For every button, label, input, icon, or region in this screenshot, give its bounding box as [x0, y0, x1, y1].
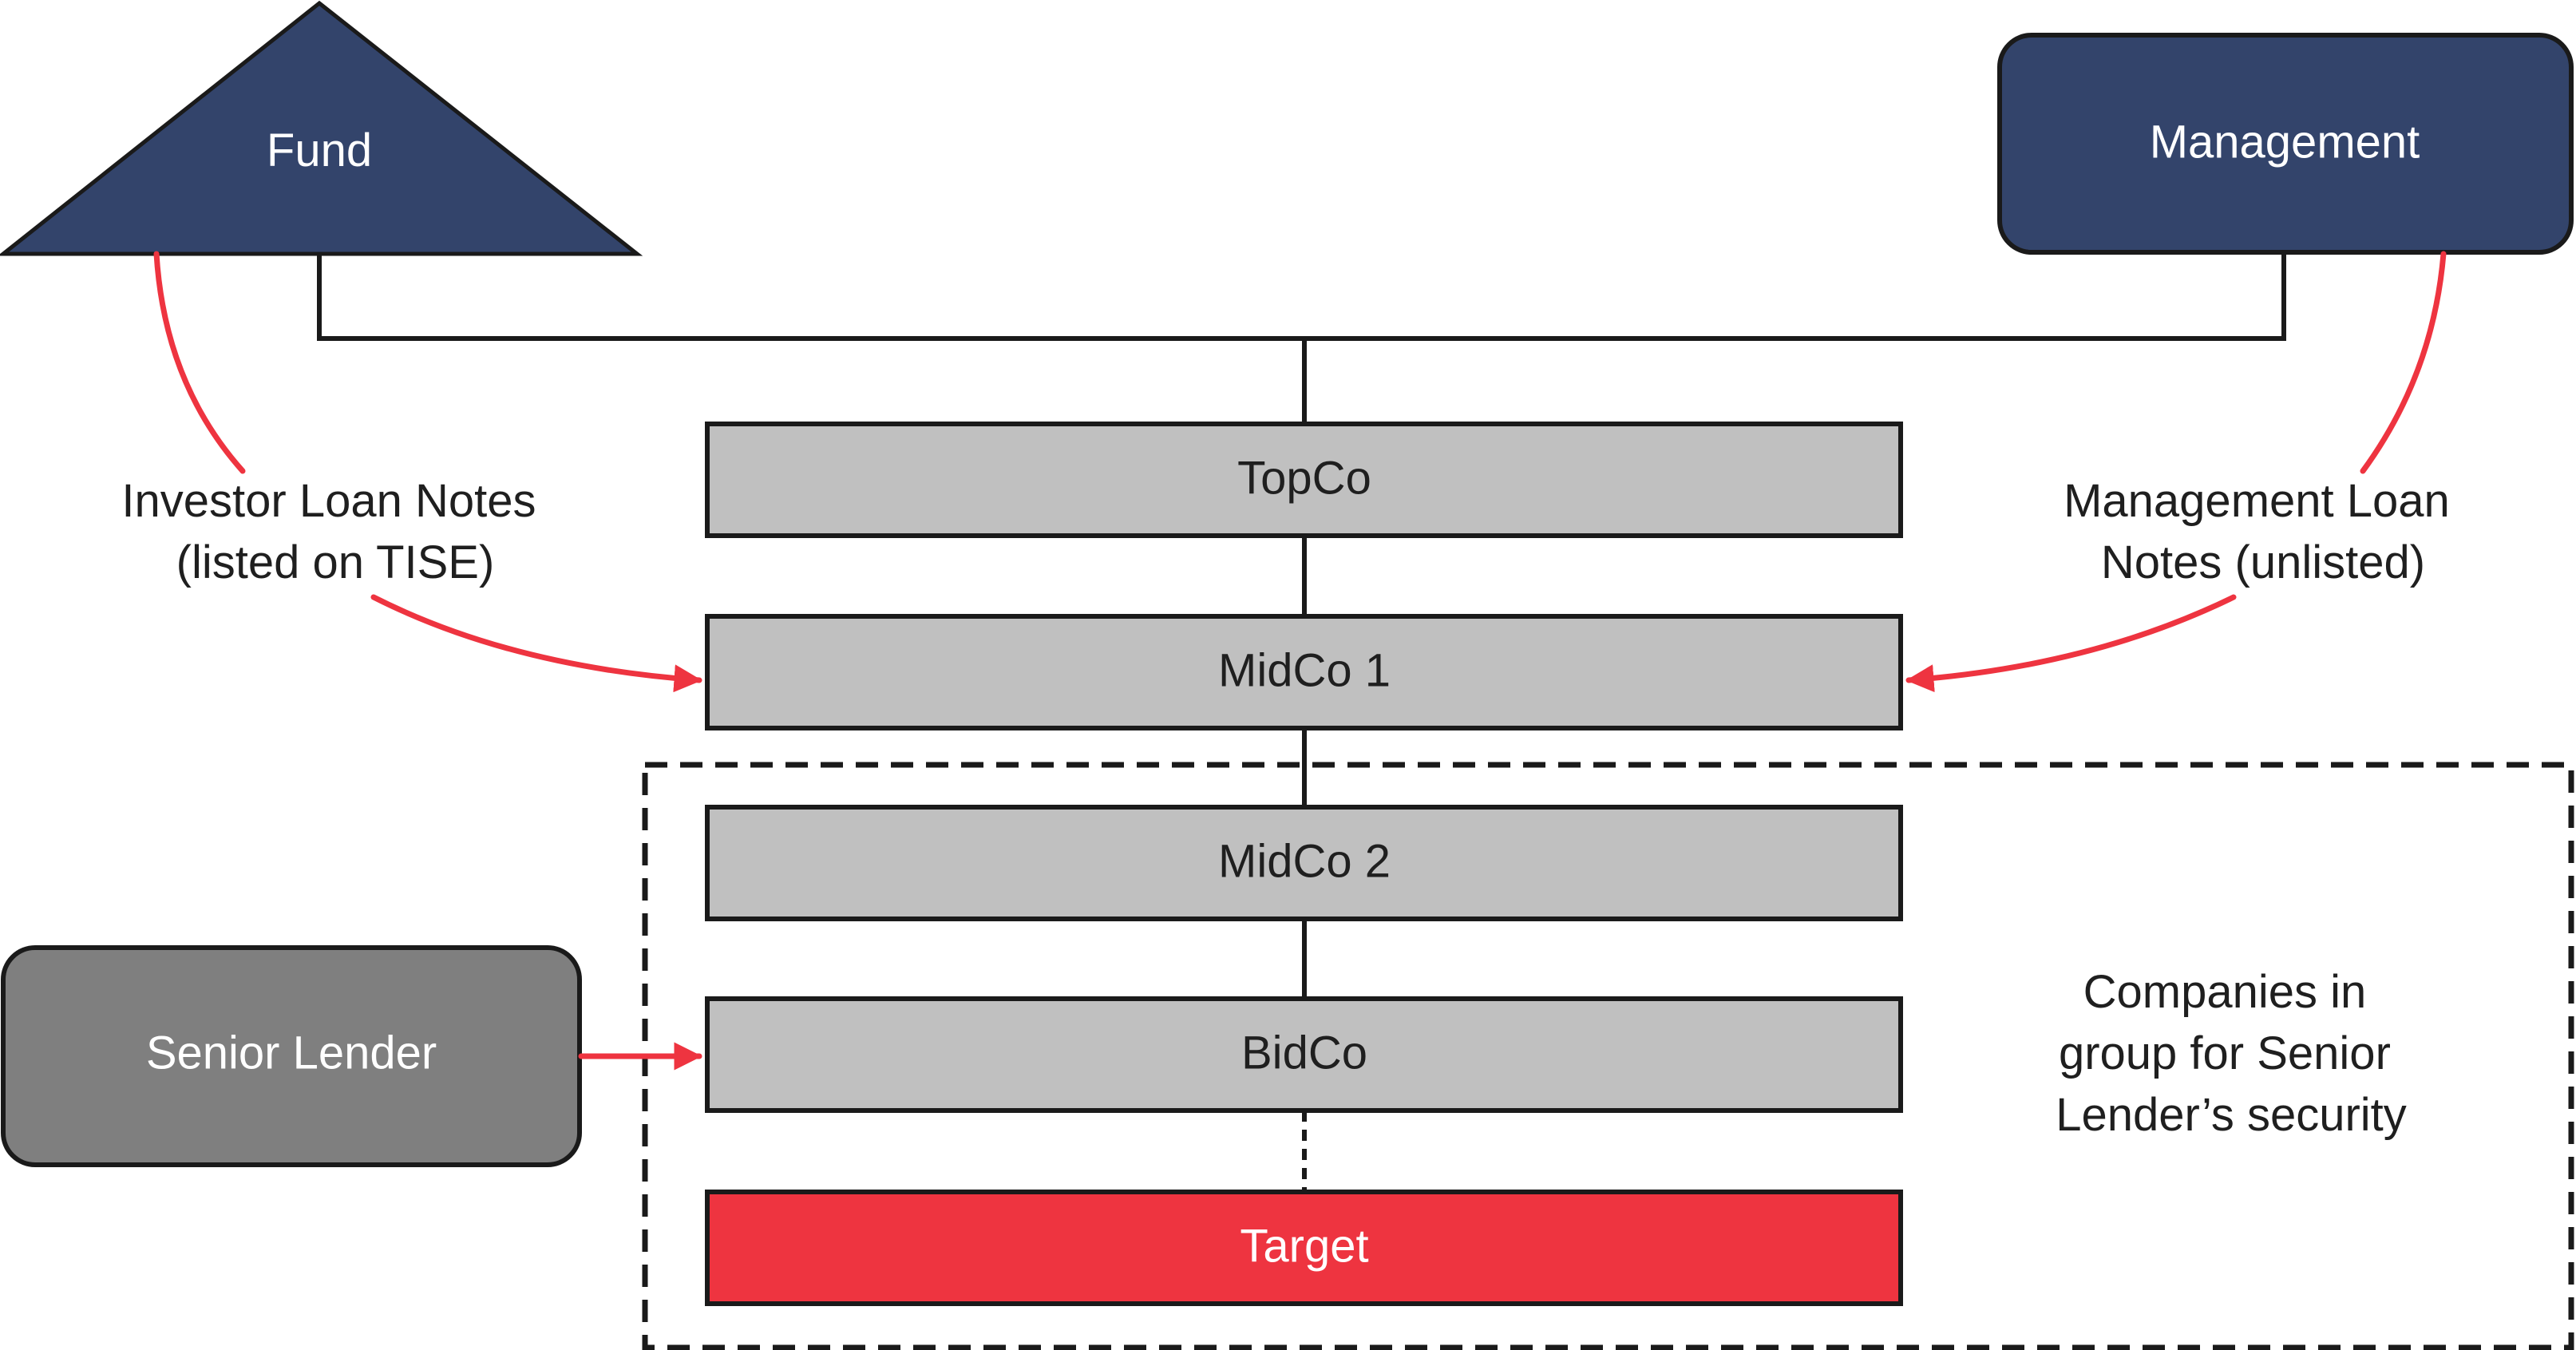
target-node: Target — [705, 1190, 1903, 1306]
management-label: Management — [2150, 116, 2420, 168]
security-group-line-2: group for Senior — [2059, 1027, 2391, 1079]
fund-node: Fund — [0, 0, 643, 256]
management-notes-arrow — [1905, 594, 2237, 693]
topco-node: TopCo — [705, 422, 1903, 538]
fund-label: Fund — [267, 125, 372, 176]
midco2-label: MidCo 2 — [1218, 835, 1391, 887]
senior-lender-label: Senior Lender — [146, 1027, 437, 1079]
target-box — [705, 1190, 1903, 1306]
management-notes-line-1: Management Loan — [2064, 475, 2450, 527]
bidco-box — [705, 996, 1903, 1113]
midco2-box — [705, 805, 1903, 921]
management-notes-curve-upper — [2360, 251, 2447, 474]
topco-label: TopCo — [1237, 452, 1371, 504]
midco1-box — [705, 614, 1903, 730]
security-group-line-1: Companies in — [2083, 966, 2367, 1018]
loan-note-flows — [153, 251, 2447, 1071]
management-box — [1997, 33, 2574, 255]
midco1-label: MidCo 1 — [1218, 644, 1391, 696]
management-notes-line-2: Notes (unlisted) — [2101, 536, 2425, 588]
fund-to-junction-line — [317, 254, 2286, 341]
fund-triangle — [0, 0, 643, 256]
security-group-annotation: Companies in group for Senior Lender’s s… — [2056, 966, 2407, 1141]
target-label: Target — [1240, 1220, 1368, 1272]
management-node: Management — [1997, 33, 2574, 255]
bidco-node: BidCo — [705, 996, 1903, 1113]
ownership-connectors — [317, 254, 2286, 1190]
investor-notes-line-2: (listed on TISE) — [176, 536, 495, 588]
topco-box — [705, 422, 1903, 538]
investor-notes-annotation: Investor Loan Notes (listed on TISE) — [121, 475, 548, 588]
bidco-label: BidCo — [1241, 1027, 1367, 1079]
security-group-line-3: Lender’s security — [2056, 1089, 2407, 1141]
senior-lender-node: Senior Lender — [1, 945, 582, 1167]
investor-notes-arrow — [370, 594, 702, 693]
management-notes-annotation: Management Loan Notes (unlisted) — [2064, 475, 2463, 588]
investor-notes-line-1: Investor Loan Notes — [121, 475, 536, 527]
midco2-node: MidCo 2 — [705, 805, 1903, 921]
investor-notes-curve-upper — [153, 251, 246, 474]
midco1-node: MidCo 1 — [705, 614, 1903, 730]
